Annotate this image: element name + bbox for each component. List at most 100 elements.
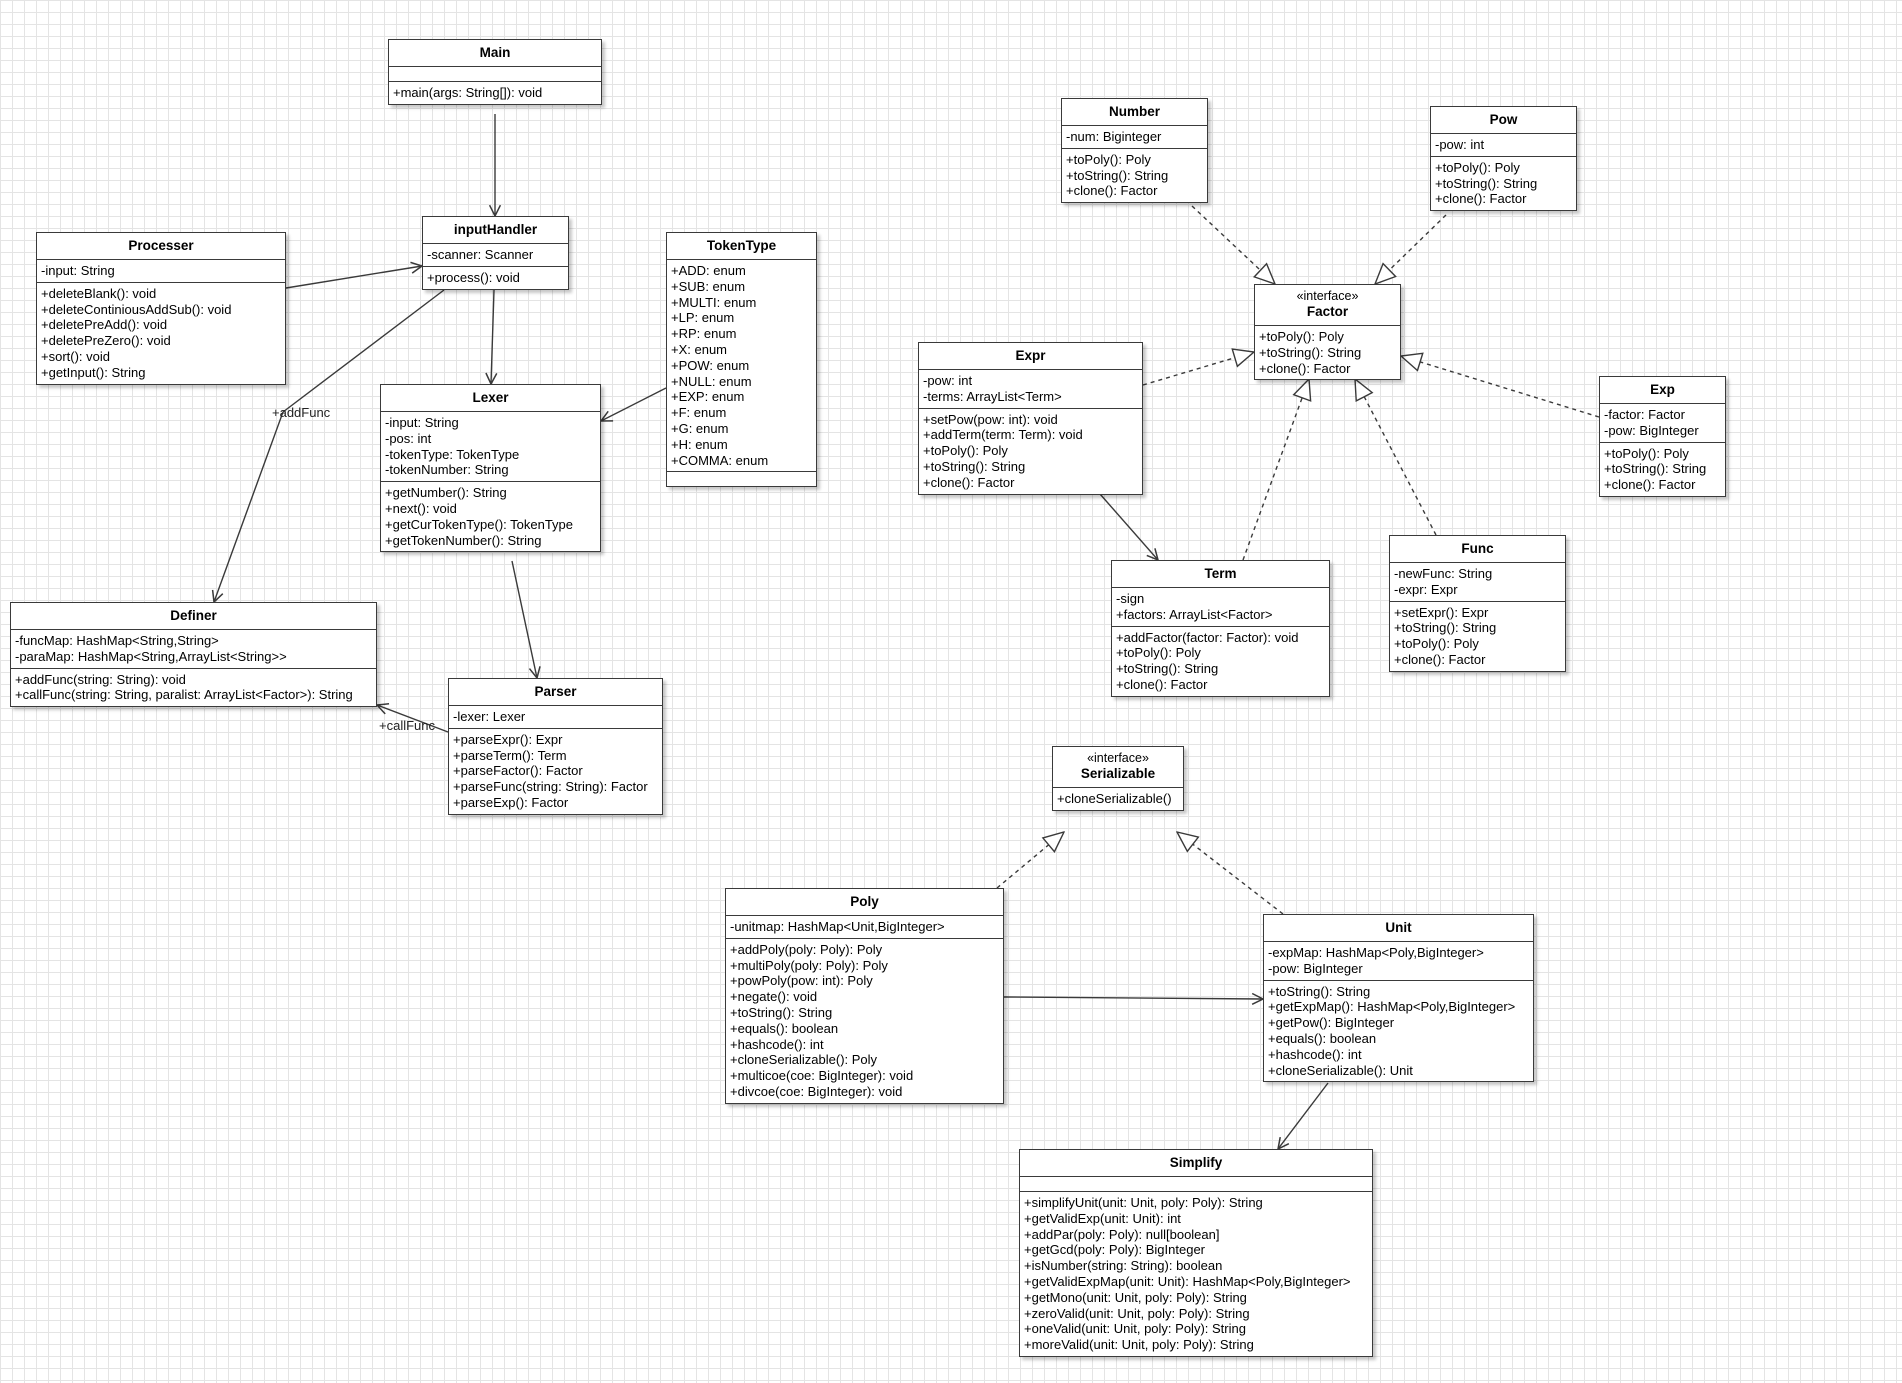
method-row: +deleteBlank(): void (41, 285, 157, 301)
method-row: +addTerm(term: Term): void (923, 427, 1083, 443)
class-name: TokenType (706, 238, 777, 253)
method-row: +parseFactor(): Factor (453, 763, 583, 779)
realization-edge-number-factor (1191, 205, 1275, 284)
methods-section: +toPoly(): Poly+toString(): String+clone… (1062, 149, 1207, 202)
attribute-row: -expr: Expr (1394, 581, 1458, 597)
class-header-func: Func (1390, 536, 1565, 563)
attribute-row: -terms: ArrayList<Term> (923, 388, 1062, 404)
attribute-row: -expMap: HashMap<Poly,BigInteger> (1268, 945, 1484, 960)
attribute-row: +LP: enum (671, 310, 735, 326)
class-name: Unit (1385, 920, 1412, 935)
methods-section: +addFunc(string: String): void+callFunc(… (11, 669, 376, 707)
class-name: Main (479, 45, 511, 60)
class-processer[interactable]: Processer-input: String+deleteBlank(): v… (36, 232, 286, 385)
class-unit[interactable]: Unit-expMap: HashMap<Poly,BigInteger>-po… (1263, 914, 1534, 1083)
attributes-section: -lexer: Lexer (449, 706, 662, 729)
class-name: Expr (1015, 348, 1046, 363)
attributes-section: -sign+factors: ArrayList<Factor> (1112, 588, 1329, 627)
method-row: +cloneSerializable() (1057, 791, 1172, 806)
attribute-row: +NULL: enum (671, 373, 752, 389)
class-tokenType[interactable]: TokenType +ADD: enum+SUB: enum+MULTI: enu… (666, 232, 817, 488)
class-name: Pow (1489, 112, 1518, 127)
method-row: +equals(): boolean (1268, 1030, 1377, 1046)
attribute-row: +POW: enum (671, 357, 750, 373)
method-row: +zeroValid(unit: Unit, poly: Poly): Stri… (1024, 1305, 1250, 1321)
class-name: Poly (850, 894, 879, 909)
methods-section: +getNumber(): String+next(): void+getCur… (381, 482, 600, 551)
attribute-row: +factors: ArrayList<Factor> (1116, 606, 1273, 622)
class-simplify[interactable]: Simplify+simplifyUnit(unit: Unit, poly: … (1019, 1149, 1373, 1357)
method-row: +getValidExp(unit: Unit): int (1024, 1210, 1181, 1226)
method-row: +sort(): void (41, 348, 110, 364)
class-expr[interactable]: Expr-pow: int-terms: ArrayList<Term>+set… (918, 342, 1143, 495)
association-edge-poly-unit (1003, 997, 1263, 999)
realization-edge-expr-factor (1142, 352, 1254, 386)
method-row: +getPow(): BigInteger (1268, 1015, 1395, 1031)
attributes-section: -scanner: Scanner (423, 244, 568, 267)
class-name: inputHandler (453, 222, 538, 237)
class-func[interactable]: Func-newFunc: String-expr: Expr+setExpr(… (1389, 535, 1566, 672)
class-name: Term (1204, 566, 1237, 581)
attribute-row: -tokenNumber: String (385, 462, 509, 478)
method-row: +toPoly(): Poly (1066, 151, 1151, 167)
method-row: +clone(): Factor (1066, 183, 1158, 199)
methods-section (667, 472, 816, 486)
method-row: +powPoly(pow: int): Poly (730, 973, 873, 989)
method-row: +toString(): String (1066, 167, 1169, 183)
method-row: +addFactor(factor: Factor): void (1116, 629, 1299, 645)
class-parser[interactable]: Parser-lexer: Lexer+parseExpr(): Expr+pa… (448, 678, 663, 815)
attributes-section: -pow: int-terms: ArrayList<Term> (919, 370, 1142, 409)
class-name: Simplify (1169, 1155, 1223, 1170)
realization-edge-func-factor (1355, 379, 1437, 536)
class-header-simplify: Simplify (1020, 1150, 1372, 1177)
attribute-row: -input: String (41, 263, 115, 278)
class-name: Number (1108, 104, 1160, 119)
attribute-row: -num: Biginteger (1066, 129, 1162, 144)
class-serializable[interactable]: «interface»Serializable+cloneSerializabl… (1052, 746, 1184, 811)
class-header-main: Main (389, 40, 601, 67)
edge-label-inputHandler-definer: +addFunc (272, 405, 331, 420)
class-lexer[interactable]: Lexer-input: String-pos: int-tokenType: … (380, 384, 601, 553)
class-inputHandler[interactable]: inputHandler -scanner: Scanner+process():… (422, 216, 569, 290)
class-term[interactable]: Term -sign+factors: ArrayList<Factor> +add… (1111, 560, 1330, 697)
class-stereotype: «interface» (1296, 289, 1359, 303)
attribute-row: -lexer: Lexer (453, 709, 526, 724)
method-row: +main(args: String[]): void (393, 85, 543, 100)
class-number[interactable]: Number -num: Biginteger +toPoly(): Poly+to… (1061, 98, 1208, 204)
methods-section: +process(): void (423, 267, 568, 289)
method-row: +deletePreAdd(): void (41, 317, 168, 333)
method-row: +negate(): void (730, 989, 818, 1005)
attribute-row: +ADD: enum (671, 263, 746, 278)
method-row: +addFunc(string: String): void (15, 671, 186, 687)
association-edge-expr-term (1099, 493, 1158, 560)
attribute-row: -unitmap: HashMap<Unit,BigInteger> (730, 919, 945, 934)
class-exp[interactable]: Exp-factor: Factor-pow: BigInteger+toPol… (1599, 376, 1726, 497)
class-header-parser: Parser (449, 679, 662, 706)
method-row: +toPoly(): Poly (1116, 645, 1201, 661)
methods-section: +main(args: String[]): void (389, 82, 601, 104)
class-header-lexer: Lexer (381, 385, 600, 412)
class-definer[interactable]: Definer-funcMap: HashMap<String,String>-… (10, 602, 377, 708)
attributes-section: -num: Biginteger (1062, 126, 1207, 149)
method-row: +multicoe(coe: BigInteger): void (730, 1068, 914, 1084)
attributes-section: +ADD: enum+SUB: enum+MULTI: enum+LP: enu… (667, 260, 816, 473)
class-main[interactable]: Main +main(args: String[]): void (388, 39, 602, 105)
class-name: Definer (170, 608, 217, 623)
method-row: +cloneSerializable(): Unit (1268, 1062, 1413, 1078)
attributes-section (389, 67, 601, 82)
method-row: +cloneSerializable(): Poly (730, 1052, 878, 1068)
attributes-section: -factor: Factor-pow: BigInteger (1600, 404, 1725, 443)
method-row: +isNumber(string: String): boolean (1024, 1258, 1223, 1274)
method-row: +addPoly(poly: Poly): Poly (730, 941, 883, 957)
class-header-number: Number (1062, 99, 1207, 126)
method-row: +getNumber(): String (385, 485, 507, 501)
class-pow[interactable]: Pow-pow: int+toPoly(): Poly+toString(): … (1430, 106, 1577, 212)
class-factor[interactable]: «interface»Factor+toPoly(): Poly+toStrin… (1254, 284, 1401, 381)
class-header-unit: Unit (1264, 915, 1533, 942)
attribute-row: -factor: Factor (1604, 407, 1685, 422)
class-poly[interactable]: Poly -unitmap: HashMap<Unit,BigInteger> +a… (725, 888, 1004, 1104)
class-header-tokenType: TokenType (667, 233, 816, 260)
attribute-row: +MULTI: enum (671, 294, 757, 310)
methods-section: +toPoly(): Poly+toString(): String+clone… (1431, 157, 1576, 210)
